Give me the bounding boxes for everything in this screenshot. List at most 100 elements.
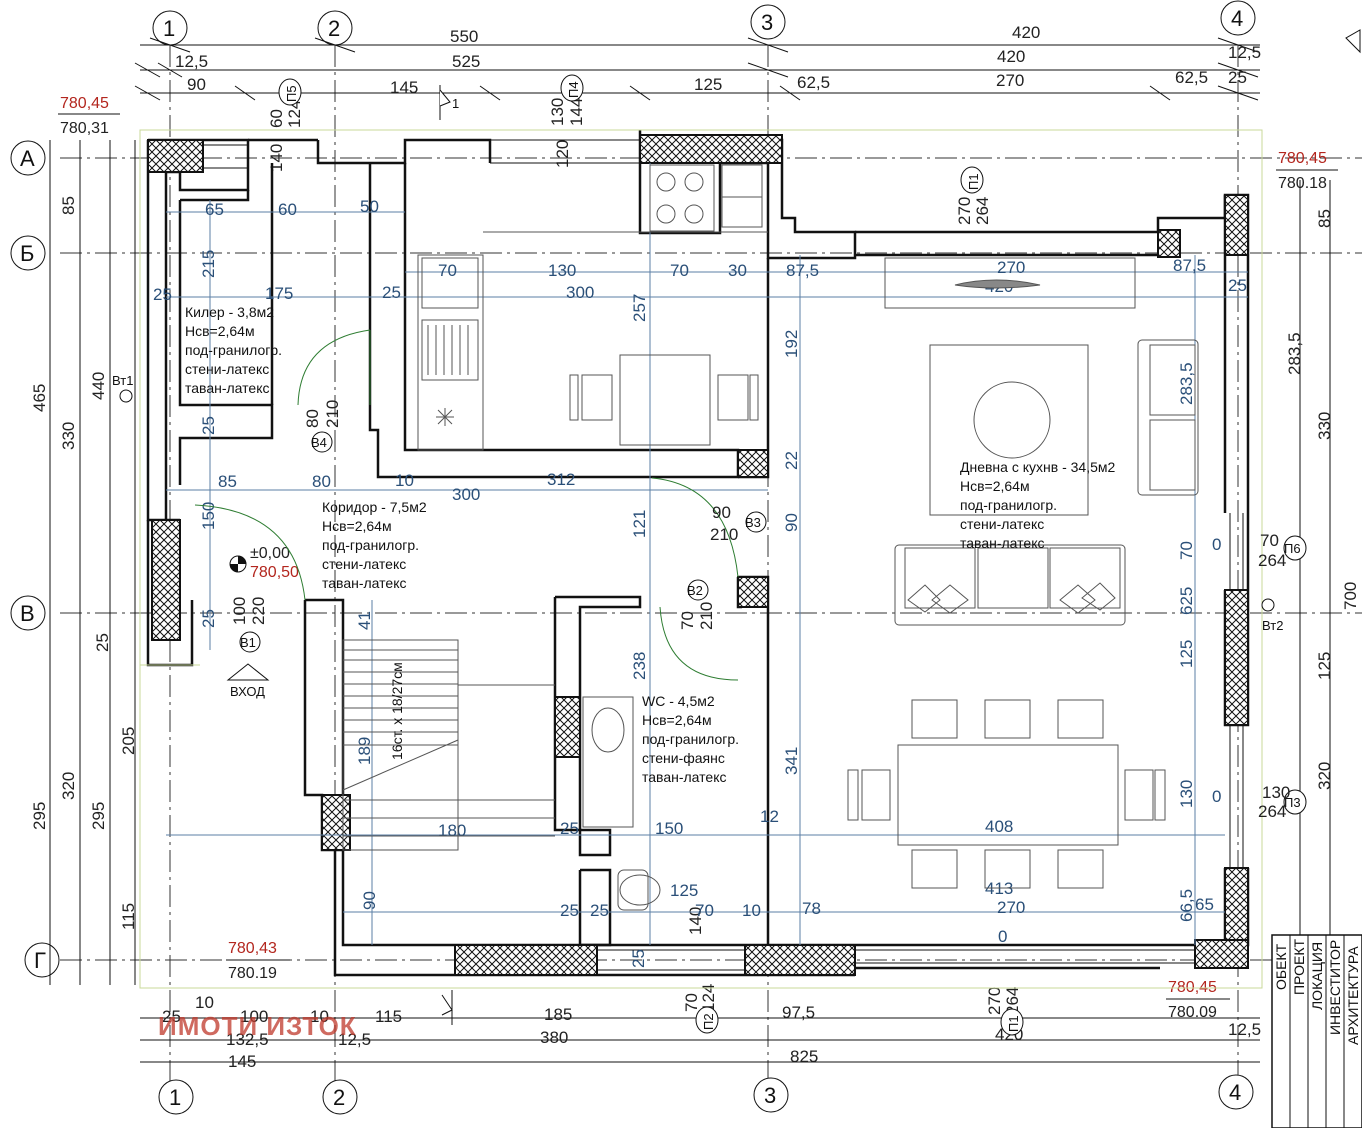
- room-corridor-line4: стени-латекс: [322, 556, 406, 572]
- dim-b-p2-70: 70: [682, 993, 701, 1012]
- axis-bubbles-top: 1 2 3 4: [152, 0, 1256, 46]
- idim-257: 257: [630, 294, 649, 322]
- idim-125-r: 125: [1177, 640, 1196, 668]
- axis-label-a: А: [20, 146, 35, 171]
- section-marker-top: 1: [439, 85, 459, 120]
- dim-124: 124: [285, 100, 304, 128]
- tag-p3: П3: [1284, 795, 1301, 810]
- idim-150-c: 150: [199, 502, 218, 530]
- idim-30-k: 30: [728, 261, 747, 280]
- title-arhitektura: АРХИТЕКТУРА: [1345, 946, 1361, 1045]
- dim-b-115: 115: [375, 1007, 402, 1026]
- door-b3-w: 90: [712, 503, 731, 522]
- dim-b-145: 145: [228, 1052, 256, 1071]
- dim-295-inner: 295: [89, 802, 108, 830]
- title-lokacia: ЛОКАЦИЯ: [1309, 942, 1325, 1010]
- title-investitor: ИНВЕСТИТОР: [1327, 940, 1343, 1035]
- idim-90-l: 90: [782, 513, 801, 532]
- dim-b-p1-264: 264: [1003, 987, 1022, 1015]
- dim-320-left: 320: [59, 772, 78, 800]
- dimension-text-right: 85 283,5 330 700 125 320: [1285, 209, 1360, 790]
- idim-238: 238: [630, 652, 649, 680]
- room-label-kiler: Килер - 3,8м2 Нсв=2,64м под-гранилогр. с…: [185, 304, 282, 396]
- dim-62-5-b: 62,5: [1175, 68, 1208, 87]
- room-living-line5: таван-латекс: [960, 535, 1044, 551]
- dim-420-a: 420: [1012, 23, 1040, 42]
- door-tag-b4: В4: [311, 435, 327, 450]
- room-wc-line5: таван-латекс: [642, 769, 726, 785]
- dim-p3-130: 130: [1262, 783, 1290, 802]
- room-kiler-line1: Килер - 3,8м2: [185, 304, 274, 320]
- door-b1-h: 220: [249, 597, 268, 625]
- door-b1-w: 100: [230, 597, 249, 625]
- door-tag-b3: В3: [745, 515, 761, 530]
- tag-p2: П2: [701, 1013, 716, 1030]
- dim-270: 270: [996, 71, 1024, 90]
- level-tr-red: 780,45: [1278, 150, 1327, 167]
- dim-465: 465: [30, 384, 49, 412]
- tag-p5: П5: [284, 85, 299, 102]
- idim-130-r: 130: [1177, 780, 1196, 808]
- title-proekt: ПРОЕКТ: [1291, 939, 1307, 995]
- dim-b-185: 185: [544, 1005, 572, 1024]
- idim-130-k: 130: [548, 261, 576, 280]
- idim-150-wc: 150: [655, 819, 683, 838]
- dim-90: 90: [187, 75, 206, 94]
- section-label: 1: [452, 96, 459, 111]
- dimension-text-left: 465 85 330 25 320 295 115 440 205 295: [30, 196, 138, 930]
- axis-label-b: Б: [20, 241, 34, 266]
- room-living-line3: под-гранилогр.: [960, 497, 1057, 513]
- dim-85-right: 85: [1315, 209, 1334, 228]
- idim-25-a: 25: [153, 285, 172, 304]
- dim-330-right: 330: [1315, 412, 1334, 440]
- room-label-wc: WC - 4,5м2 Нсв=2,64м под-гранилогр. стен…: [642, 693, 739, 785]
- dim-125-right: 125: [1315, 652, 1334, 680]
- room-wc-line1: WC - 4,5м2: [642, 693, 715, 709]
- north-arrow-icon: [1345, 29, 1361, 54]
- axis-label-g: Г: [34, 948, 46, 973]
- dimension-lines-left: [49, 140, 136, 985]
- idim-25-b2: 25: [590, 901, 609, 920]
- idim-25-wc: 25: [560, 819, 579, 838]
- room-living-line1: Дневна с кухнв - 34,5м2: [960, 459, 1115, 475]
- watermark: ИМОТИ ИЗТОК: [158, 1011, 357, 1041]
- dim-145: 145: [390, 78, 418, 97]
- idim-0-b: 0: [998, 927, 1007, 946]
- interior-dim-lines: [166, 163, 1248, 945]
- level-br: 780.09: [1168, 1004, 1217, 1021]
- opening-tags-top: П5 П4 П1 270 264: [278, 74, 992, 225]
- exterior-walls: [146, 130, 1250, 977]
- dim-b-825: 825: [790, 1047, 818, 1066]
- idim-300-c: 300: [452, 485, 480, 504]
- dim-115-left: 115: [119, 903, 138, 930]
- dim-p6-70: 70: [1260, 531, 1279, 550]
- level-tr: 780.18: [1278, 175, 1327, 192]
- idim-625: 625: [1177, 587, 1196, 615]
- room-kiler-line5: таван-латекс: [185, 380, 269, 396]
- kitchen-counter: [417, 164, 768, 451]
- level-entry-red: 780,50: [250, 564, 299, 581]
- level-tl: 780,31: [60, 120, 109, 137]
- room-kiler-line3: под-гранилогр.: [185, 342, 282, 358]
- room-wc-line3: под-гранилогр.: [642, 731, 739, 747]
- idim-270-l: 270: [997, 258, 1025, 277]
- idim-25-c2: 25: [199, 609, 218, 628]
- door-b2-h: 210: [697, 602, 716, 630]
- wc-fixtures: [582, 696, 661, 911]
- axis-bubbles-left: А Б В Г: [10, 140, 60, 978]
- door-b4-w: 80: [303, 409, 322, 428]
- living-rug-table: [929, 344, 1089, 516]
- idim-300-k: 300: [566, 283, 594, 302]
- dimension-lines-top: [134, 37, 1260, 101]
- tv-unit: [884, 257, 1136, 309]
- idim-25-b1: 25: [560, 901, 579, 920]
- dim-330-left: 330: [59, 422, 78, 450]
- idim-180: 180: [438, 821, 466, 840]
- dim-60: 60: [267, 109, 286, 128]
- vt1-label: Вт1: [112, 373, 133, 388]
- room-label-corridor: Коридор - 7,5м2 Нсв=2,64м под-гранилогр.…: [322, 499, 427, 591]
- title-obekt: ОБЕКТ: [1273, 943, 1289, 990]
- entry-marker: ВХОД: [226, 663, 270, 699]
- opening-tags-right: П6 70 264 0 П3 130 264 0: [1212, 531, 1307, 821]
